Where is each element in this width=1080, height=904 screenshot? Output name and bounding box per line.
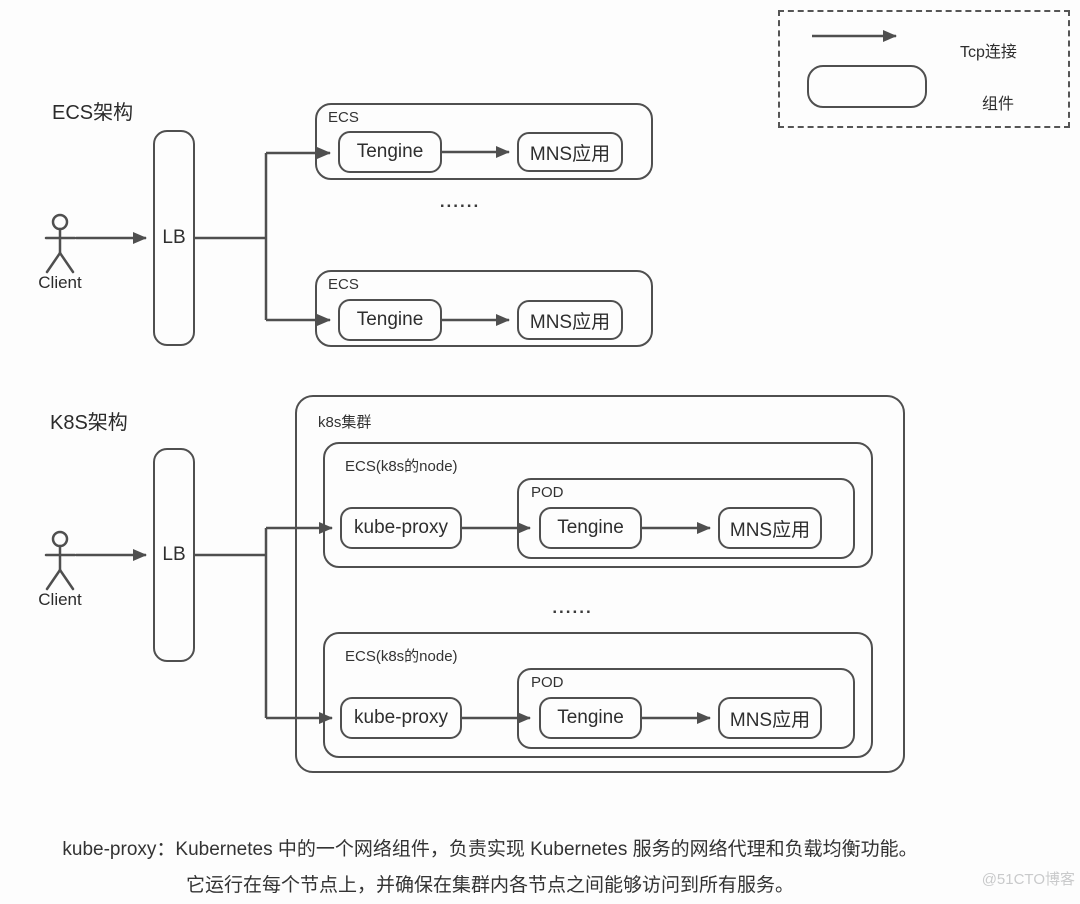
k8s-lb-box: LB xyxy=(153,448,195,662)
k8s-node-2-kube-proxy-label: kube-proxy xyxy=(354,707,448,728)
k8s-node-1-tengine-label: Tengine xyxy=(557,517,624,538)
legend-component-label: 组件 xyxy=(982,96,1015,113)
ecs-group-1-mns-box: MNS应用 xyxy=(517,132,623,172)
k8s-node-1-mns-label: MNS应用 xyxy=(729,519,811,541)
k8s-node-1-pod-label: POD xyxy=(531,484,564,501)
k8s-node-1-kube-proxy-box: kube-proxy xyxy=(340,507,462,549)
k8s-node-2-pod-label: POD xyxy=(531,674,564,691)
footnote: kube-proxy：Kubernetes 中的一个网络组件，负责实现 Kube… xyxy=(0,832,980,904)
ecs-client-figure-icon xyxy=(44,213,77,274)
ecs-ellipsis: ...... xyxy=(439,192,481,211)
k8s-node-1-kube-proxy-label: kube-proxy xyxy=(354,517,448,538)
ecs-lb-box: LB xyxy=(153,130,195,346)
ecs-group-1-tengine-label: Tengine xyxy=(356,141,424,162)
ecs-group-2-tengine-label: Tengine xyxy=(356,309,424,330)
legend: Tcp连接 组件 xyxy=(778,10,1070,128)
k8s-cluster-label: k8s集群 xyxy=(318,414,372,431)
k8s-node-1-mns-box: MNS应用 xyxy=(718,507,822,549)
k8s-node-2-tengine-label: Tengine xyxy=(557,707,624,728)
footnote-line-1: kube-proxy：Kubernetes 中的一个网络组件，负责实现 Kube… xyxy=(62,839,918,860)
ecs-group-2-label: ECS xyxy=(328,276,359,293)
ecs-group-1-mns-label: MNS应用 xyxy=(529,143,611,165)
footnote-line-2: 它运行在每个节点上，并确保在集群内各节点之间能够访问到所有服务。 xyxy=(185,875,794,896)
k8s-client-label: Client xyxy=(38,590,82,609)
ecs-group-2-tengine-box: Tengine xyxy=(338,299,442,341)
ecs-section-title: ECS架构 xyxy=(52,102,134,124)
k8s-node-1-label: ECS(k8s的node) xyxy=(345,458,458,475)
watermark: @51CTO博客 xyxy=(981,871,1075,888)
ecs-group-2-mns-label: MNS应用 xyxy=(529,311,611,333)
k8s-node-2-mns-label: MNS应用 xyxy=(729,709,811,731)
ecs-group-1-tengine-box: Tengine xyxy=(338,131,442,173)
k8s-client-figure-icon xyxy=(44,530,77,591)
legend-component-shape xyxy=(807,65,927,108)
k8s-ellipsis: ...... xyxy=(552,598,593,617)
k8s-node-2-tengine-box: Tengine xyxy=(539,697,642,739)
k8s-node-2-kube-proxy-box: kube-proxy xyxy=(340,697,462,739)
ecs-lb-label: LB xyxy=(162,227,186,248)
ecs-group-2-mns-box: MNS应用 xyxy=(517,300,623,340)
k8s-node-1-tengine-box: Tengine xyxy=(539,507,642,549)
ecs-client-label: Client xyxy=(38,273,82,292)
k8s-section-title: K8S架构 xyxy=(50,412,128,434)
k8s-node-2-mns-box: MNS应用 xyxy=(718,697,822,739)
legend-tcp-label: Tcp连接 xyxy=(960,44,1017,61)
k8s-node-2-label: ECS(k8s的node) xyxy=(345,648,458,665)
ecs-group-1-label: ECS xyxy=(328,109,359,126)
k8s-lb-label: LB xyxy=(162,544,186,565)
